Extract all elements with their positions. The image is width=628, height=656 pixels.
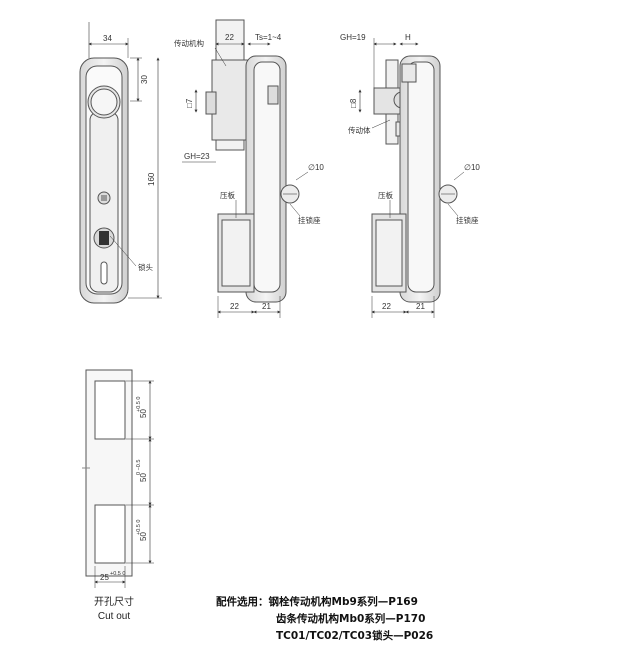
side-b-gh-dim: GH=19 (340, 33, 366, 42)
side-a-gh-dim: GH=23 (184, 152, 210, 161)
cutout-width-dim: 25 (100, 573, 109, 582)
side-a-bottom-left-dim: 22 (230, 302, 239, 311)
references-lead: 配件选用： (216, 596, 269, 608)
cutout-tol-bottom: +0.5 0 (136, 520, 142, 535)
cutout-gap-dim: 50 (139, 473, 148, 482)
reference-row: 配件选用：钢栓传动机构Mb9系列—P169 (216, 594, 433, 611)
side-a-square-dim: □7 (185, 98, 194, 108)
cutout-slot-top-dim: 50 (139, 409, 148, 418)
lock-head-callout: 锁头 (138, 262, 153, 272)
side-a-circle-dim: ∅10 (308, 163, 324, 172)
reference-item: TC01/TC02/TC03锁头—P026 (276, 630, 434, 642)
front-width-dim: 34 (103, 34, 112, 43)
reference-item: 齿条传动机构Mb0系列—P170 (276, 613, 426, 625)
side-a-mechanism-callout: 传动机构 (174, 38, 204, 48)
reference-row: 齿条传动机构Mb0系列—P170 (216, 611, 433, 628)
accessory-references: 配件选用：钢栓传动机构Mb9系列—P169 齿条传动机构Mb0系列—P170 T… (216, 594, 433, 645)
cutout-slot-bottom-dim: 50 (139, 532, 148, 541)
side-b-circle-dim: ∅10 (464, 163, 480, 172)
side-b-square-dim: □8 (349, 98, 358, 108)
side-view-b (358, 38, 465, 318)
front-upper-dim: 30 (140, 75, 149, 84)
side-b-h-dim: H (405, 33, 411, 42)
side-a-hook-callout: 挂锁座 (298, 215, 321, 225)
side-b-plate-callout: 压板 (378, 190, 393, 200)
side-a-bottom-right-dim: 21 (262, 302, 271, 311)
side-a-plate-callout: 压板 (220, 190, 235, 200)
cutout-tol-top: +0.5 0 (136, 397, 142, 412)
front-view (79, 22, 162, 304)
cutout-title: 开孔尺寸 Cut out (84, 596, 144, 624)
side-a-ts-dim: Ts=1~4 (255, 33, 282, 42)
cutout-tol-gap: 0 −0.5 (136, 460, 142, 475)
reference-item: 钢栓传动机构Mb9系列—P169 (268, 596, 418, 608)
side-a-shaft-dim: 22 (225, 33, 234, 42)
side-b-drive-callout: 传动体 (348, 125, 371, 135)
side-view-a (182, 19, 309, 318)
side-b-bottom-left-dim: 22 (382, 302, 391, 311)
front-height-dim: 160 (147, 172, 156, 186)
cutout-view (82, 369, 154, 588)
reference-row: TC01/TC02/TC03锁头—P026 (216, 628, 433, 645)
cutout-title-cn: 开孔尺寸 (94, 597, 134, 608)
side-b-bottom-right-dim: 21 (416, 302, 425, 311)
cutout-tol-width: +0.5 0 (110, 571, 125, 577)
cutout-title-en: Cut out (97, 611, 131, 622)
side-b-hook-callout: 挂锁座 (456, 215, 479, 225)
